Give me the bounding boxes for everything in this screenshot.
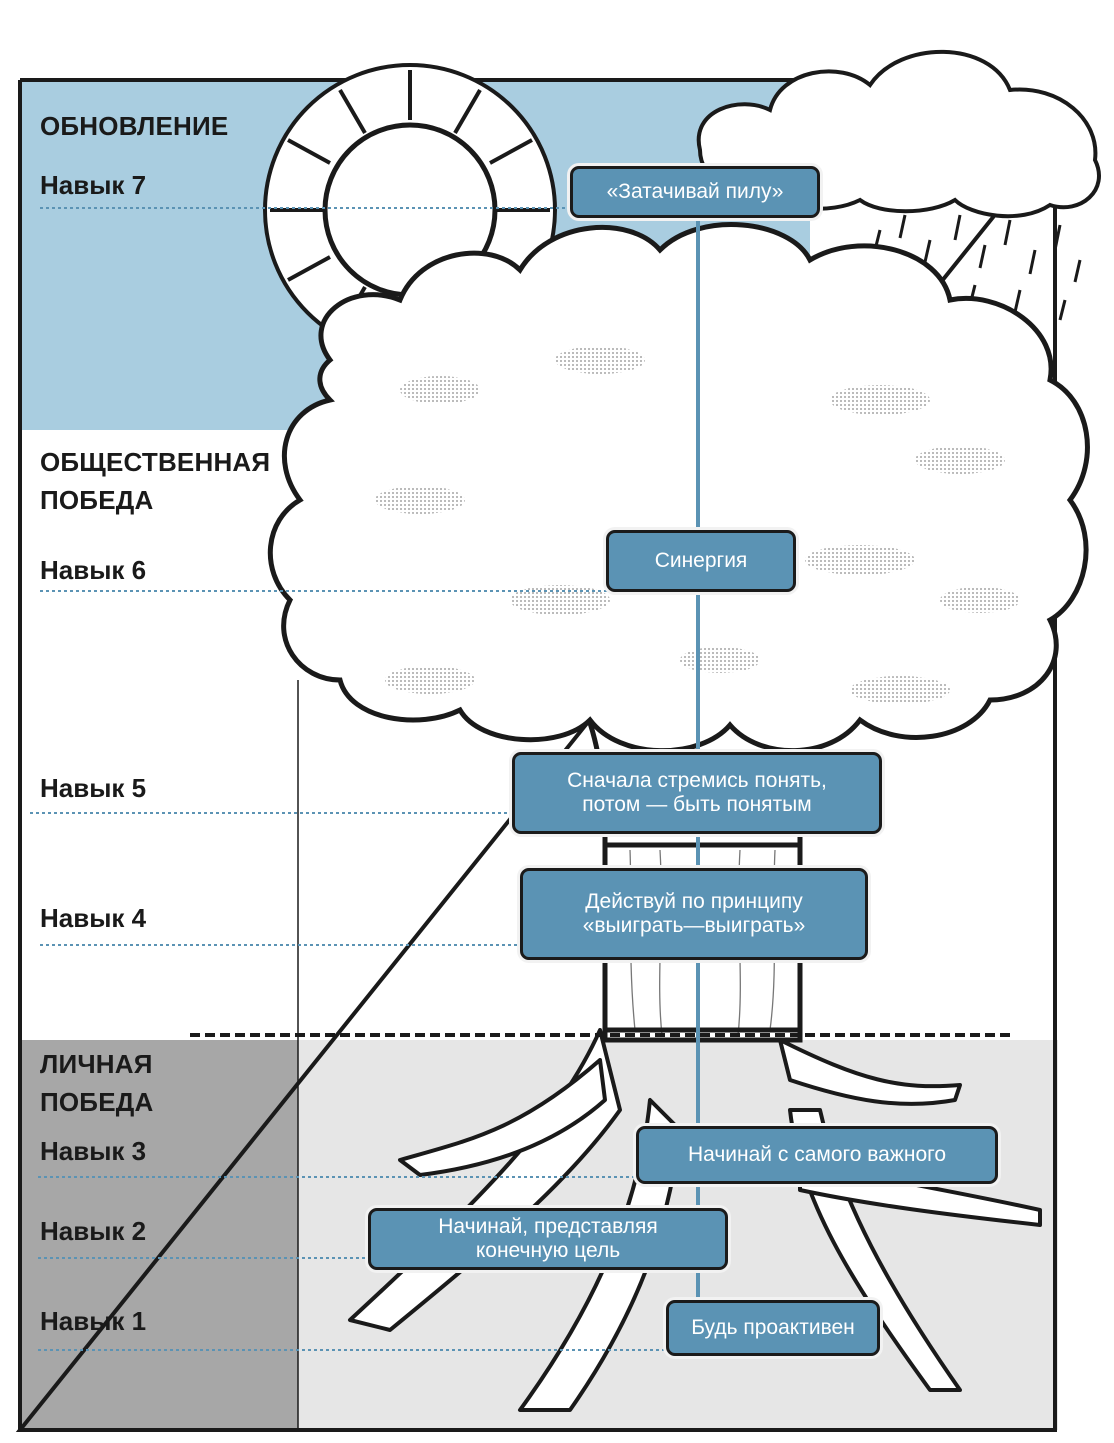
habit-5-box: Сначала стремись понять, потом — быть по… (512, 752, 882, 834)
habit-1-box: Будь проактивен (666, 1300, 880, 1356)
public-victory-band (20, 430, 298, 1040)
habit-7-text: «Затачивай пилу» (606, 179, 784, 203)
habit-1-label: Навык 1 (40, 1306, 147, 1336)
habit-3-box: Начинай с самого важного (636, 1126, 998, 1184)
habit-7-box: «Затачивай пилу» (570, 166, 820, 218)
habit-2-box: Начинай, представляя конечную цель (368, 1208, 728, 1270)
section-private-victory-title: ЛИЧНАЯ ПОБЕДА (40, 1049, 154, 1117)
section-public-victory-title: ОБЩЕСТВЕННАЯ ПОБЕДА (40, 447, 271, 515)
habit-5-label: Навык 5 (40, 773, 147, 803)
habit-2-text: Начинай, представляя конечную цель (438, 1214, 658, 1262)
habit-1-text: Будь проактивен (691, 1315, 855, 1339)
habit-6-text: Синергия (654, 548, 748, 572)
habit-7-label: Навык 7 (40, 170, 147, 200)
habit-4-text: Действуй по принципу «выиграть—выиграть» (582, 889, 806, 937)
section-renewal-title: ОБНОВЛЕНИЕ (40, 111, 229, 141)
rain-icon (873, 214, 1082, 321)
habit-3-text: Начинай с самого важного (687, 1142, 947, 1166)
habit-4-label: Навык 4 (40, 903, 147, 933)
tree-foliage (267, 222, 1090, 754)
private-victory-left-band (20, 1040, 298, 1430)
habit-3-label: Навык 3 (40, 1136, 147, 1166)
habit-2-label: Навык 2 (40, 1216, 147, 1246)
habit-6-box: Синергия (606, 530, 796, 592)
habit-5-text: Сначала стремись понять, потом — быть по… (567, 768, 827, 816)
habit-4-box: Действуй по принципу «выиграть—выиграть» (520, 868, 868, 960)
habit-guide-lines (30, 207, 666, 1351)
habit-6-label: Навык 6 (40, 555, 147, 585)
